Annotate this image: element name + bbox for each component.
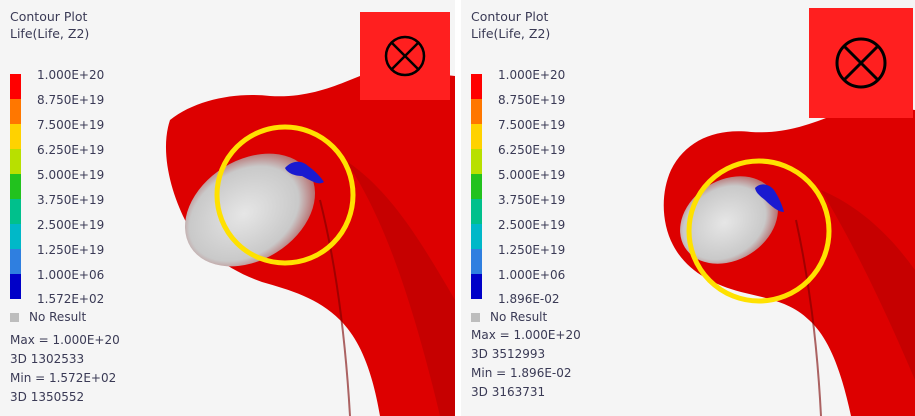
legend-band (471, 174, 482, 199)
no-result-label: No Result (29, 310, 87, 324)
plot-title: Contour Plot Life(Life, Z2) (471, 8, 550, 42)
no-result-entry: No Result (471, 310, 547, 324)
min-value: Min = 1.572E+02 (10, 371, 117, 385)
legend-band (471, 99, 482, 124)
no-result-swatch (471, 313, 480, 322)
legend-band (10, 74, 21, 99)
plot-title: Contour Plot Life(Life, Z2) (10, 8, 89, 42)
legend-label: 5.000E+19 (37, 168, 105, 182)
plot-title-line1: Contour Plot (471, 9, 549, 24)
max-value: Max = 1.000E+20 (471, 328, 581, 342)
highlight-circle (686, 158, 832, 304)
legend-label: 3.750E+19 (37, 193, 105, 207)
highlight-circle (214, 124, 356, 266)
legend-label: 5.000E+19 (498, 168, 566, 182)
circled-x-icon (835, 37, 887, 89)
legend-band (10, 249, 21, 274)
legend-band (471, 199, 482, 224)
legend-band (10, 224, 21, 249)
max-node: 3D 1302533 (10, 352, 85, 366)
hole-no-result (680, 176, 778, 264)
legend-band (471, 274, 482, 299)
legend-label: 8.750E+19 (498, 93, 566, 107)
legend-label: 7.500E+19 (37, 118, 105, 132)
legend-label: 1.000E+06 (498, 268, 566, 282)
result-stats: Max = 1.000E+20 3D 3512993 Min = 1.896E-… (471, 326, 581, 402)
no-result-label: No Result (490, 310, 548, 324)
legend-band (471, 249, 482, 274)
legend-label: 2.500E+19 (498, 218, 566, 232)
legend-label: 3.750E+19 (498, 193, 566, 207)
legend-band (10, 199, 21, 224)
legend-label: 8.750E+19 (37, 93, 105, 107)
symbol-box (360, 12, 450, 100)
legend-label: 7.500E+19 (498, 118, 566, 132)
min-value: Min = 1.896E-02 (471, 366, 572, 380)
legend-label: 1.572E+02 (37, 292, 105, 306)
result-stats: Max = 1.000E+20 3D 1302533 Min = 1.572E+… (10, 331, 120, 407)
legend-band (10, 174, 21, 199)
critical-region (285, 161, 324, 184)
legend-label: 1.000E+06 (37, 268, 105, 282)
legend-label: 1.000E+20 (37, 68, 105, 82)
legend-band (10, 99, 21, 124)
circled-x-icon (384, 35, 426, 77)
legend-band (10, 124, 21, 149)
min-node: 3D 3163731 (471, 385, 546, 399)
min-node: 3D 1350552 (10, 390, 85, 404)
model-viewport[interactable] (461, 0, 915, 416)
no-result-swatch (10, 313, 19, 322)
legend-band (471, 124, 482, 149)
legend-band (10, 274, 21, 299)
legend-band (471, 149, 482, 174)
model-part (165, 68, 455, 416)
max-value: Max = 1.000E+20 (10, 333, 120, 347)
plot-title-line2: Life(Life, Z2) (10, 26, 90, 41)
legend-label: 1.250E+19 (37, 243, 105, 257)
symbol-box (809, 8, 913, 118)
legend-band (471, 74, 482, 99)
plot-title-line1: Contour Plot (10, 9, 88, 24)
plot-title-line2: Life(Life, Z2) (471, 26, 551, 41)
legend-label: 1.896E-02 (498, 292, 560, 306)
legend-label: 6.250E+19 (37, 143, 105, 157)
legend-label: 1.250E+19 (498, 243, 566, 257)
legend-band (10, 149, 21, 174)
legend-label: 1.000E+20 (498, 68, 566, 82)
max-node: 3D 3512993 (471, 347, 546, 361)
legend-band (471, 224, 482, 249)
legend-label: 2.500E+19 (37, 218, 105, 232)
contour-panel-left: Contour Plot Life(Life, Z2) 1.000E+20 8.… (0, 0, 455, 416)
legend-label: 6.250E+19 (498, 143, 566, 157)
no-result-entry: No Result (10, 310, 86, 324)
model-viewport[interactable] (0, 0, 455, 416)
contour-panel-right: Contour Plot Life(Life, Z2) 1.000E+20 8.… (461, 0, 915, 416)
critical-region (755, 184, 784, 212)
